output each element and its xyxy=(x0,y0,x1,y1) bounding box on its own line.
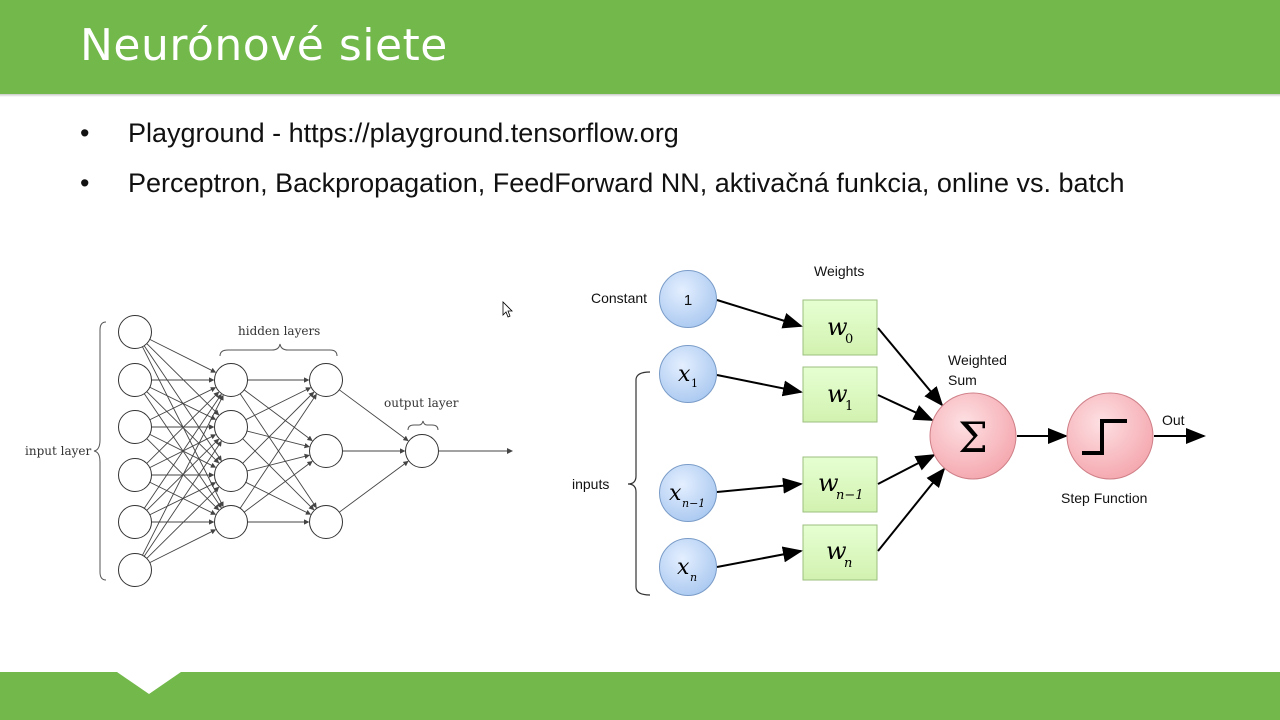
weights-label: Weights xyxy=(814,263,864,279)
wn-symbol: w xyxy=(826,537,847,565)
bullet-dot: • xyxy=(80,168,90,198)
header-shadow xyxy=(0,94,1280,97)
step-function-icon xyxy=(1082,419,1127,455)
nn-connection xyxy=(149,529,217,564)
nn-input-neuron xyxy=(118,458,152,492)
xn1-subscript: n−1 xyxy=(682,497,705,510)
weight-box-wn xyxy=(802,524,878,581)
constant-label: Constant xyxy=(591,290,647,306)
nn-connection xyxy=(338,389,409,442)
constant-node xyxy=(659,270,717,328)
input-node-xn1 xyxy=(659,464,717,522)
output-layer-brace xyxy=(407,420,439,431)
input-node-x1 xyxy=(659,345,717,403)
header-bar xyxy=(0,0,1280,94)
bullet-text: Playground - https://playground.tensorfl… xyxy=(128,118,679,148)
constant-value: 1 xyxy=(684,292,692,309)
xn-subscript: n xyxy=(690,571,697,584)
nn-connection xyxy=(243,389,313,442)
nn-hidden-neuron xyxy=(214,458,248,492)
nn-connection xyxy=(146,438,220,511)
nn-input-neuron xyxy=(118,363,152,397)
nn-connections xyxy=(142,338,409,564)
weighted-sum-node xyxy=(929,392,1017,480)
nn-hidden-neuron xyxy=(309,505,343,539)
nn-connection xyxy=(338,460,409,513)
nn-connection xyxy=(243,460,313,513)
edge-wn-sum xyxy=(877,467,946,552)
nn-input-neuron xyxy=(118,410,152,444)
nn-connection xyxy=(245,387,312,421)
w0-symbol: w xyxy=(827,313,848,341)
input-layer-label: input layer xyxy=(25,444,91,458)
input-layer-brace xyxy=(93,321,107,581)
w0-subscript: 0 xyxy=(845,332,853,347)
output-label: Out xyxy=(1162,412,1185,428)
weight-box-wn1 xyxy=(802,456,878,513)
nn-connection xyxy=(142,394,224,556)
footer-notch xyxy=(117,672,181,694)
mouse-cursor-icon xyxy=(502,301,513,318)
w1-symbol: w xyxy=(827,380,848,408)
nn-connection xyxy=(143,440,222,557)
nn-neurons xyxy=(118,315,439,587)
weighted-sum-label-line2: Sum xyxy=(948,372,977,388)
xn1-symbol: x xyxy=(669,481,682,506)
edge-xn1-wn1 xyxy=(716,477,803,494)
slide-title: Neurónové siete xyxy=(80,20,448,71)
xn-symbol: x xyxy=(677,555,690,580)
edge-x1-w1 xyxy=(716,374,803,397)
nn-output-neuron xyxy=(405,434,439,468)
nn-input-neuron xyxy=(118,553,152,587)
nn-hidden-neuron xyxy=(214,505,248,539)
nn-input-neuron xyxy=(118,315,152,349)
edge-w1-sum xyxy=(877,394,934,421)
nn-connection xyxy=(246,430,310,449)
bullet-dot: • xyxy=(80,118,90,148)
sigma-symbol: Σ xyxy=(958,413,988,462)
hidden-layers-label: hidden layers xyxy=(238,324,320,338)
step-function-node xyxy=(1066,392,1154,480)
wn1-symbol: w xyxy=(818,469,839,497)
x1-symbol: x xyxy=(678,362,691,387)
output-layer-label: output layer xyxy=(384,396,459,410)
nn-hidden-neuron xyxy=(309,434,343,468)
nn-hidden-neuron xyxy=(214,410,248,444)
input-node-xn xyxy=(659,538,717,596)
nn-connection xyxy=(149,338,217,373)
weighted-sum-label-line1: Weighted xyxy=(948,352,1007,368)
nn-connection xyxy=(242,438,315,511)
hidden-layers-brace xyxy=(219,343,338,357)
nn-connection xyxy=(239,393,317,509)
nn-connection xyxy=(239,393,317,509)
nn-connection xyxy=(245,481,312,515)
wn1-subscript: n−1 xyxy=(836,488,864,503)
w1-subscript: 1 xyxy=(845,399,853,414)
footer-bar xyxy=(0,672,1280,720)
nn-connection xyxy=(246,453,310,472)
nn-hidden-neuron xyxy=(309,363,343,397)
nn-connection xyxy=(146,343,220,416)
edge-constant-w0 xyxy=(716,299,803,329)
nn-hidden-neuron xyxy=(214,363,248,397)
wn-subscript: n xyxy=(844,556,852,571)
weight-box-w1 xyxy=(802,366,878,423)
x1-subscript: 1 xyxy=(691,377,698,390)
bullet-text: Perceptron, Backpropagation, FeedForward… xyxy=(128,168,1125,198)
nn-input-neuron xyxy=(118,505,152,539)
nn-connection xyxy=(146,391,220,464)
edge-wn1-sum xyxy=(877,454,936,485)
step-function-label: Step Function xyxy=(1061,490,1147,506)
edge-xn-wn xyxy=(716,546,803,568)
nn-connection xyxy=(143,393,222,509)
inputs-brace xyxy=(627,371,651,596)
weight-box-w0 xyxy=(802,299,878,356)
edge-w0-sum xyxy=(877,327,944,407)
nn-connection xyxy=(146,486,220,559)
inputs-label: inputs xyxy=(572,476,609,492)
nn-connection xyxy=(242,391,315,464)
nn-connection xyxy=(149,387,217,421)
